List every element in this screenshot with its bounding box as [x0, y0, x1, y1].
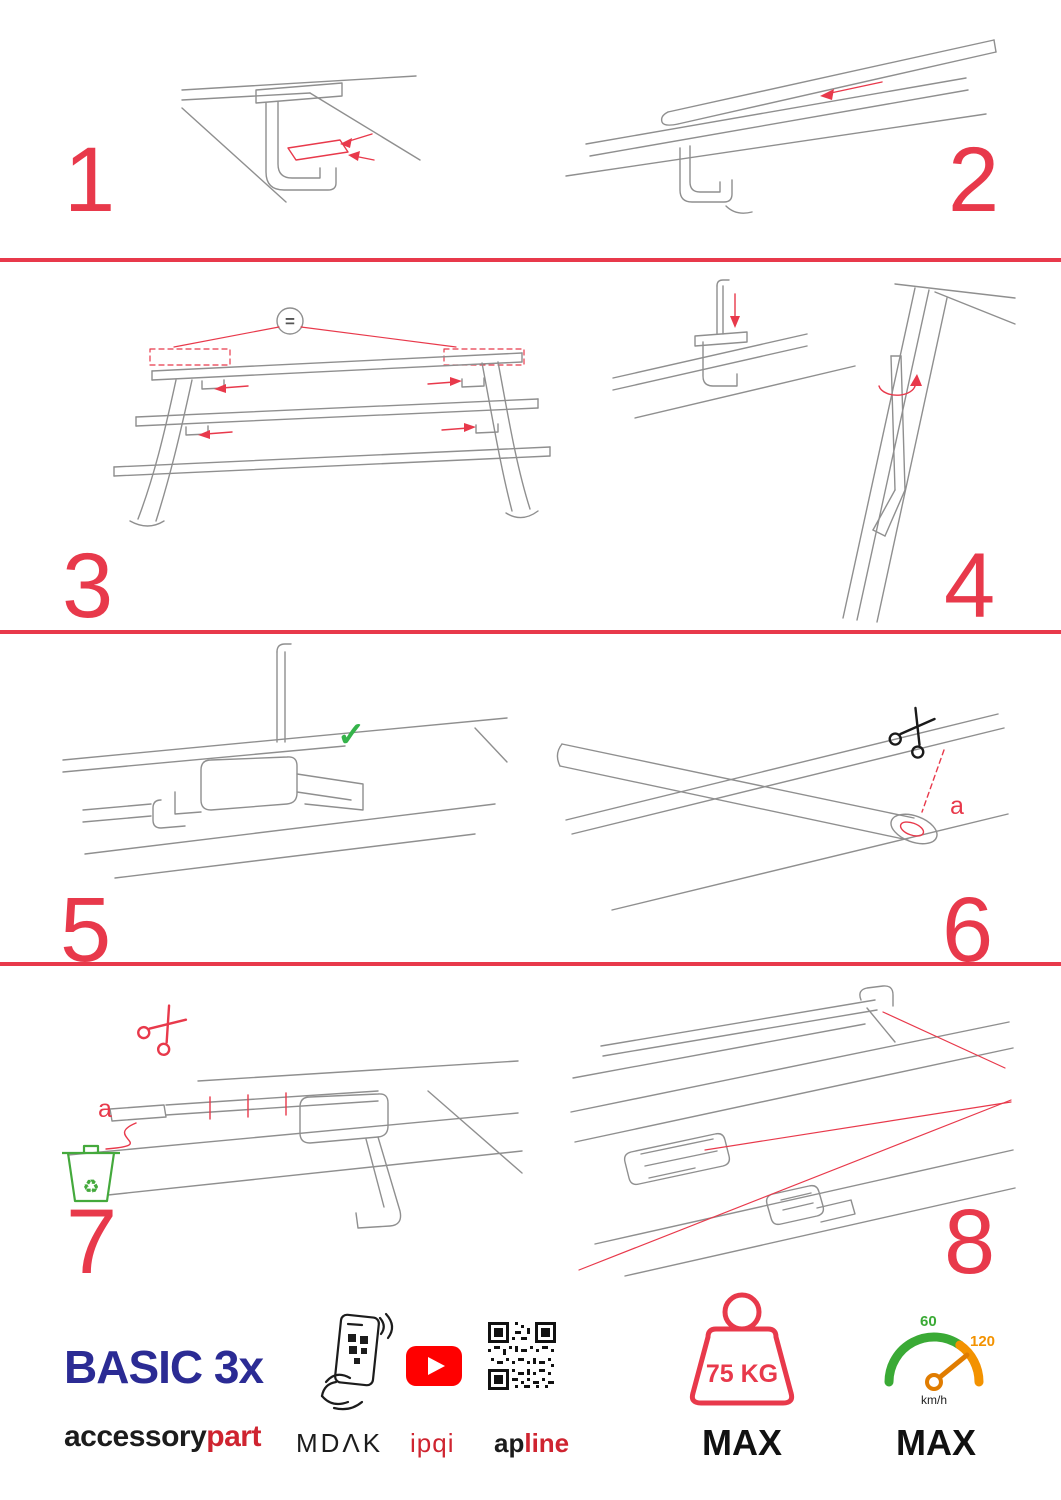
step-5-illustration: ✓: [62, 643, 508, 879]
insert-pin-arrow: [730, 293, 740, 328]
gauge-max-label: 120: [970, 1333, 995, 1350]
step-4-illustration: [612, 279, 1016, 623]
weight-max-label: MAX: [702, 1422, 782, 1463]
gauge-unit-label: km/h: [921, 1393, 947, 1407]
brand-prefix: accessory: [64, 1420, 207, 1453]
section-divider-2: [0, 630, 1061, 634]
clamp: [299, 1093, 402, 1229]
step-7-number: 7: [66, 1191, 118, 1293]
clamp: [694, 279, 748, 387]
brand-suffix: part: [206, 1420, 261, 1453]
clamp: [255, 82, 343, 191]
step-6-illustration: a: [556, 706, 1009, 911]
roof-rails: [565, 713, 1009, 911]
cut-marks-and-discard-path: [105, 1092, 287, 1150]
roof-plane: [62, 717, 508, 879]
rotate-arrow: [878, 374, 922, 396]
top-bar-and-hook: [600, 985, 896, 1057]
step-3-number: 3: [62, 535, 114, 637]
gauge-hub: [925, 1373, 943, 1391]
apline-suffix: line: [524, 1428, 570, 1458]
gauge-min-label: 60: [920, 1313, 937, 1330]
allen-key: [872, 355, 906, 537]
weight-limit-value: 75 KG: [706, 1360, 778, 1388]
cover-strip-bar: [556, 743, 938, 845]
youtube-icon: [406, 1346, 462, 1386]
slide-arrow: [820, 81, 883, 100]
crossbars: [113, 352, 551, 477]
step-3-illustration: =: [113, 307, 551, 527]
insert-plate-annotation: [287, 133, 375, 161]
recycle-icon: ♻: [82, 1177, 99, 1198]
step-4-number: 4: [944, 535, 996, 637]
cut-line: [921, 749, 945, 813]
rail-and-strip: [109, 1090, 379, 1122]
gauge-orange-arc: [955, 1340, 984, 1387]
equal-spacing-annotation: [149, 326, 525, 366]
t-bolt-buckle: [765, 1184, 856, 1226]
sliding-bar: [660, 39, 997, 126]
step-1-number: 1: [64, 129, 116, 231]
step-1-illustration: [181, 75, 421, 203]
section-divider-1: [0, 258, 1061, 262]
part-label-a: a: [98, 1095, 112, 1123]
brand-logo: accessorypart: [64, 1420, 261, 1454]
phone-qr-pixels: [348, 1334, 368, 1364]
phone-scan-icon: [320, 1312, 394, 1411]
speed-max-label: MAX: [896, 1422, 976, 1463]
roof-lines: [67, 1060, 523, 1196]
step-8-number: 8: [944, 1191, 996, 1293]
track-piece: [623, 1132, 731, 1186]
scissors-icon: [137, 1004, 188, 1057]
step-5-number: 5: [60, 879, 112, 981]
alignment-lines: [578, 1011, 1012, 1271]
check-icon: ✓: [337, 716, 366, 754]
gauge-green-arc: [884, 1332, 965, 1387]
step-2-illustration: [565, 39, 997, 214]
weight-limit-icon: 75 KG: [689, 1292, 795, 1406]
speed-limit-icon: 60 120 km/h: [884, 1313, 995, 1407]
rack-legs: [129, 361, 539, 527]
fixed-rail: [565, 77, 987, 177]
roof-rail-lines: [181, 75, 421, 203]
clamp-assembly: [82, 756, 364, 829]
step-7-illustration: a ♻: [62, 1004, 523, 1229]
step-2-number: 2: [948, 129, 1000, 231]
trash-bin-icon: [62, 1144, 120, 1203]
equal-badge-circle: [276, 307, 304, 335]
roof-rail-lines: [612, 283, 1016, 623]
equal-badge-label: =: [285, 312, 295, 331]
step-8-illustration: [570, 985, 1016, 1277]
section-divider-3: [0, 962, 1061, 966]
logo-apline: apline: [494, 1428, 569, 1459]
cut-section-highlight: [899, 821, 925, 837]
qr-code: [488, 1322, 556, 1390]
apline-prefix: ap: [494, 1428, 525, 1458]
scissors-icon: [888, 706, 936, 759]
product-name: BASIC 3x: [64, 1341, 264, 1393]
adjust-arrows: [198, 377, 476, 439]
roof-lines: [570, 1021, 1016, 1277]
locking-rod: [276, 643, 292, 743]
clamp: [679, 145, 753, 214]
part-label-a: a: [950, 792, 964, 820]
step-6-number: 6: [942, 879, 994, 981]
logo-ipqi: ipqi: [410, 1428, 455, 1458]
logo-mdak: MDΛK: [296, 1428, 384, 1458]
